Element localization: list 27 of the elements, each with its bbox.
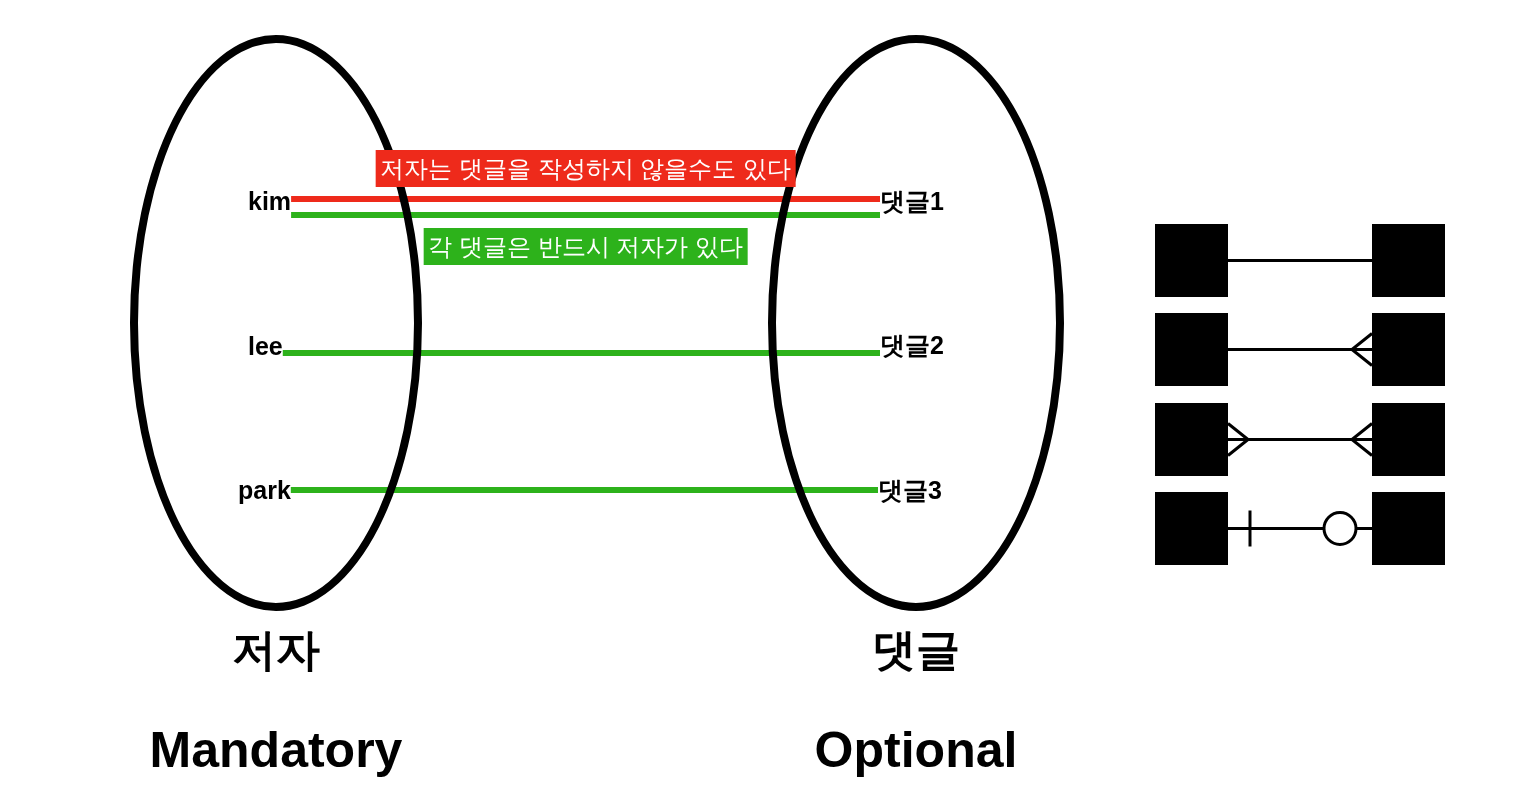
item-label: kim [248, 186, 292, 216]
entity-box [1372, 403, 1445, 476]
entity-box [1372, 224, 1445, 297]
connector-line [290, 487, 878, 493]
cardinality-caption: Optional [814, 722, 1018, 778]
connector-line [291, 212, 880, 218]
entity-box [1372, 313, 1445, 386]
connector-line [1228, 259, 1372, 262]
item-label: lee [248, 331, 283, 361]
entity-box [1372, 492, 1445, 565]
item-label: 댓글2 [880, 330, 944, 360]
relationship-line [1228, 332, 1374, 367]
entity-box [1155, 403, 1228, 476]
set-heading: 댓글 [872, 625, 960, 675]
set-heading: 저자 [232, 625, 320, 675]
cardinality-caption: Mandatory [149, 722, 403, 778]
relationship-line [1228, 509, 1372, 548]
edge-label: 저자는 댓글을 작성하지 않을수도 있다 [375, 150, 796, 187]
entity-box [1155, 492, 1228, 565]
entity-box [1155, 224, 1228, 297]
item-label: 댓글3 [878, 475, 942, 505]
connector-line [282, 350, 880, 356]
connector-line [291, 196, 880, 202]
entity-box [1155, 313, 1228, 386]
item-label: park [238, 475, 291, 505]
item-label: 댓글1 [880, 186, 944, 216]
edge-label: 각 댓글은 반드시 저자가 있다 [423, 228, 748, 265]
